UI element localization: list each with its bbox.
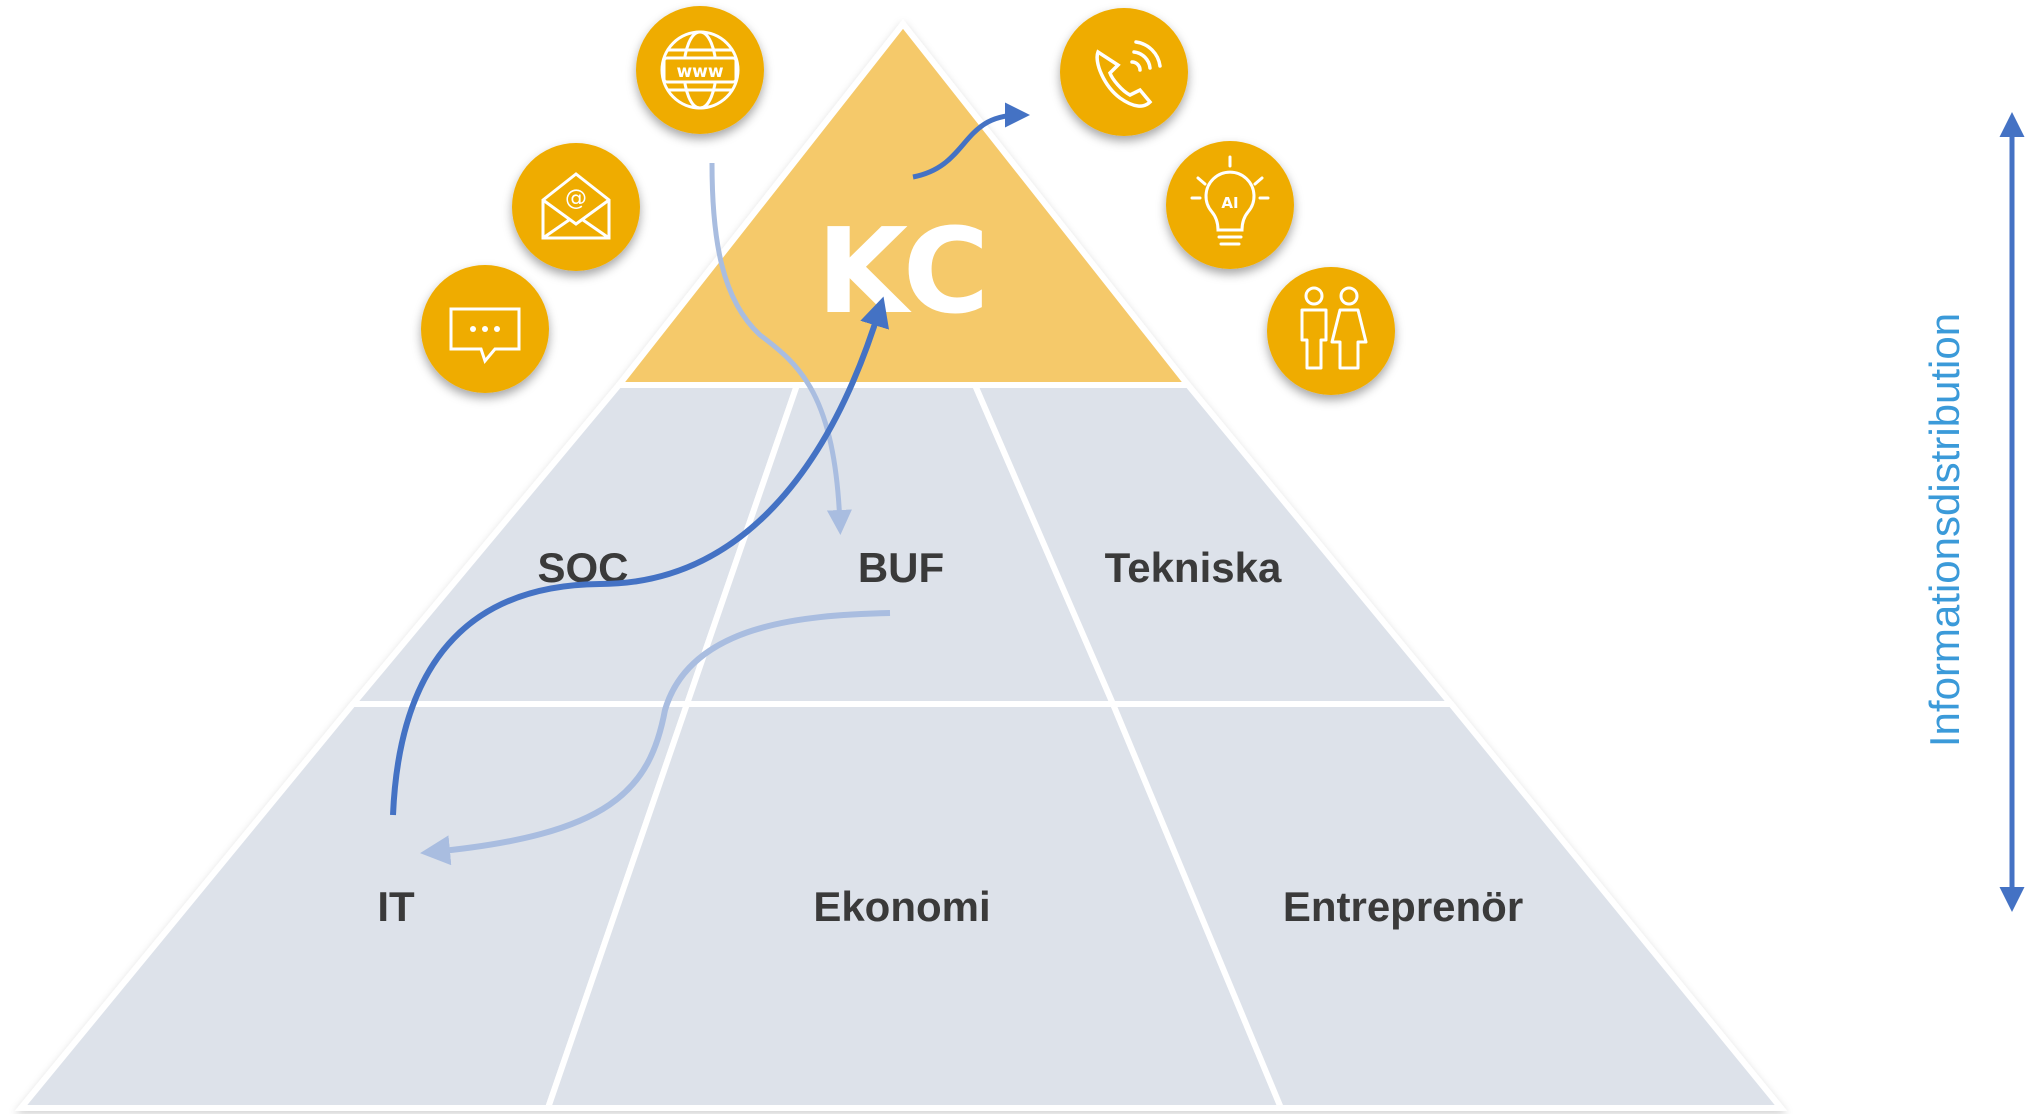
- people-icon: [1300, 286, 1368, 370]
- label-ekonomi: Ekonomi: [813, 883, 990, 930]
- channel-ai: AI: [1166, 141, 1294, 269]
- segment-entreprenor: [1108, 701, 1788, 1111]
- label-tekniska: Tekniska: [1105, 544, 1282, 591]
- channel-phone: [1060, 8, 1188, 136]
- svg-text:@: @: [565, 186, 587, 211]
- channel-chat: [421, 265, 549, 393]
- side-axis-label: Informationsdistribution: [1921, 313, 1968, 747]
- email-icon: @: [541, 172, 611, 240]
- side-axis: Informationsdistribution: [1921, 112, 2025, 912]
- label-buf: BUF: [858, 544, 944, 591]
- label-kc: KC: [817, 202, 990, 340]
- flow-arrow-kc-to-phone: [912, 102, 1030, 180]
- label-entreprenor: Entreprenör: [1283, 883, 1523, 930]
- svg-text:www: www: [676, 62, 723, 82]
- channel-people: [1267, 267, 1395, 395]
- chat-icon: [449, 307, 521, 365]
- flow-arrow-it-to-kc: [390, 296, 890, 816]
- web-icon: www: [660, 30, 740, 110]
- pyramid: [14, 19, 1788, 1111]
- ai-lightbulb-icon: AI: [1190, 155, 1270, 246]
- flow-arrow-buf-to-it: [420, 610, 891, 866]
- channel-web: www: [636, 6, 764, 134]
- phone-icon: [1095, 40, 1162, 108]
- apex-kc: [612, 19, 1195, 388]
- channel-email: @: [512, 143, 640, 271]
- svg-text:AI: AI: [1221, 194, 1238, 212]
- label-it: IT: [377, 883, 415, 930]
